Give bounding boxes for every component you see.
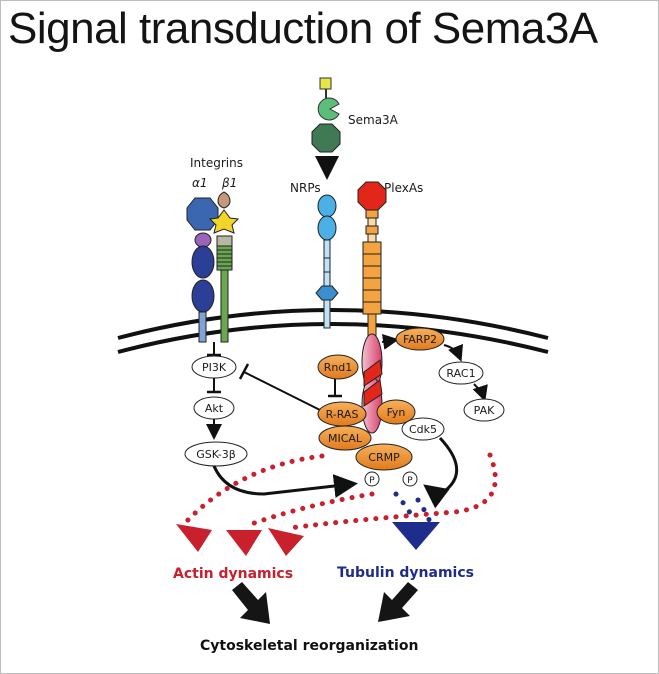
integrin-beta1 — [208, 191, 240, 343]
rac1-node: RAC1 — [438, 361, 484, 385]
phospho-label-2: P — [407, 476, 413, 486]
gsk3b-label: GSK-3β — [196, 448, 236, 461]
integrin-alpha1 — [186, 197, 219, 343]
pak-node: PAK — [463, 398, 505, 422]
akt-label: Akt — [205, 402, 224, 415]
integrin-alpha1-label: α1 — [192, 176, 208, 190]
integrin-beta1-label: β1 — [221, 176, 237, 190]
crmp-label: CRMP — [368, 451, 400, 464]
tubulin-triangle — [392, 522, 440, 550]
pi3k-node: PI3K — [191, 355, 237, 379]
nrps-label: NRPs — [290, 181, 321, 195]
actin-triangle-3 — [268, 528, 304, 556]
mical-to-actin-dots — [243, 491, 375, 529]
farp2-to-rac1-arrow — [443, 343, 463, 362]
rac1-label: RAC1 — [446, 367, 475, 380]
actin-triangle-2 — [226, 530, 262, 556]
cdk5-label: Cdk5 — [409, 423, 437, 436]
akt-node: Akt — [193, 396, 235, 420]
farp2-node: FARP2 — [395, 327, 445, 351]
sema3a-label: Sema3A — [348, 113, 399, 127]
actin-dynamics-label: Actin dynamics — [173, 566, 293, 582]
rras-inhibits-pi3k — [243, 371, 325, 413]
tubulin-to-cytoskeletal-arrow — [378, 582, 418, 622]
fyn-node: Fyn — [376, 399, 416, 425]
plexa-to-farp2-arrow — [381, 333, 399, 350]
pak-label: PAK — [474, 404, 495, 417]
nrp-receptor — [315, 194, 339, 329]
actin-triangle-1 — [176, 524, 212, 552]
gsk3b-to-actin-dots — [183, 453, 325, 525]
phospho-site-2: P — [402, 471, 418, 487]
rras-label: R-RAS — [326, 408, 359, 421]
plexas-label: PlexAs — [384, 181, 423, 195]
cytoskeletal-reorganization-label: Cytoskeletal reorganization — [200, 638, 418, 654]
integrins-label: Integrins — [190, 156, 243, 170]
gsk3b-to-crmp-arrow — [212, 465, 358, 498]
plexa-receptor — [357, 181, 387, 434]
mical-node: MICAL — [318, 425, 372, 451]
sema3a-ligand — [311, 77, 341, 153]
crmp-node: CRMP — [355, 443, 413, 471]
rnd1-label: Rnd1 — [324, 361, 353, 374]
pi3k-inhibit-bar — [238, 363, 250, 380]
pak-to-actin-dots — [287, 452, 498, 531]
rac1-to-pak-arrow — [472, 383, 488, 402]
fyn-label: Fyn — [387, 406, 406, 419]
phospho-site-1: P — [364, 471, 380, 487]
membrane-outer-line — [117, 308, 549, 340]
farp2-label: FARP2 — [403, 333, 437, 346]
crmp-to-tubulin-dots-2 — [415, 497, 433, 525]
cdk5-to-crmp-arrow — [423, 436, 459, 509]
membrane-inner-line — [117, 322, 549, 354]
rras-node: R-RAS — [317, 401, 367, 427]
figure-title: Signal transduction of Sema3A — [8, 4, 598, 53]
phospho-label-1: P — [369, 476, 375, 486]
rnd1-node: Rnd1 — [317, 354, 359, 380]
tubulin-dynamics-label: Tubulin dynamics — [337, 565, 474, 581]
pi3k-label: PI3K — [202, 361, 227, 374]
actin-to-cytoskeletal-arrow — [232, 582, 270, 624]
gsk3b-node: GSK-3β — [184, 441, 248, 467]
cdk5-node: Cdk5 — [401, 417, 445, 441]
mical-label: MICAL — [328, 432, 363, 445]
